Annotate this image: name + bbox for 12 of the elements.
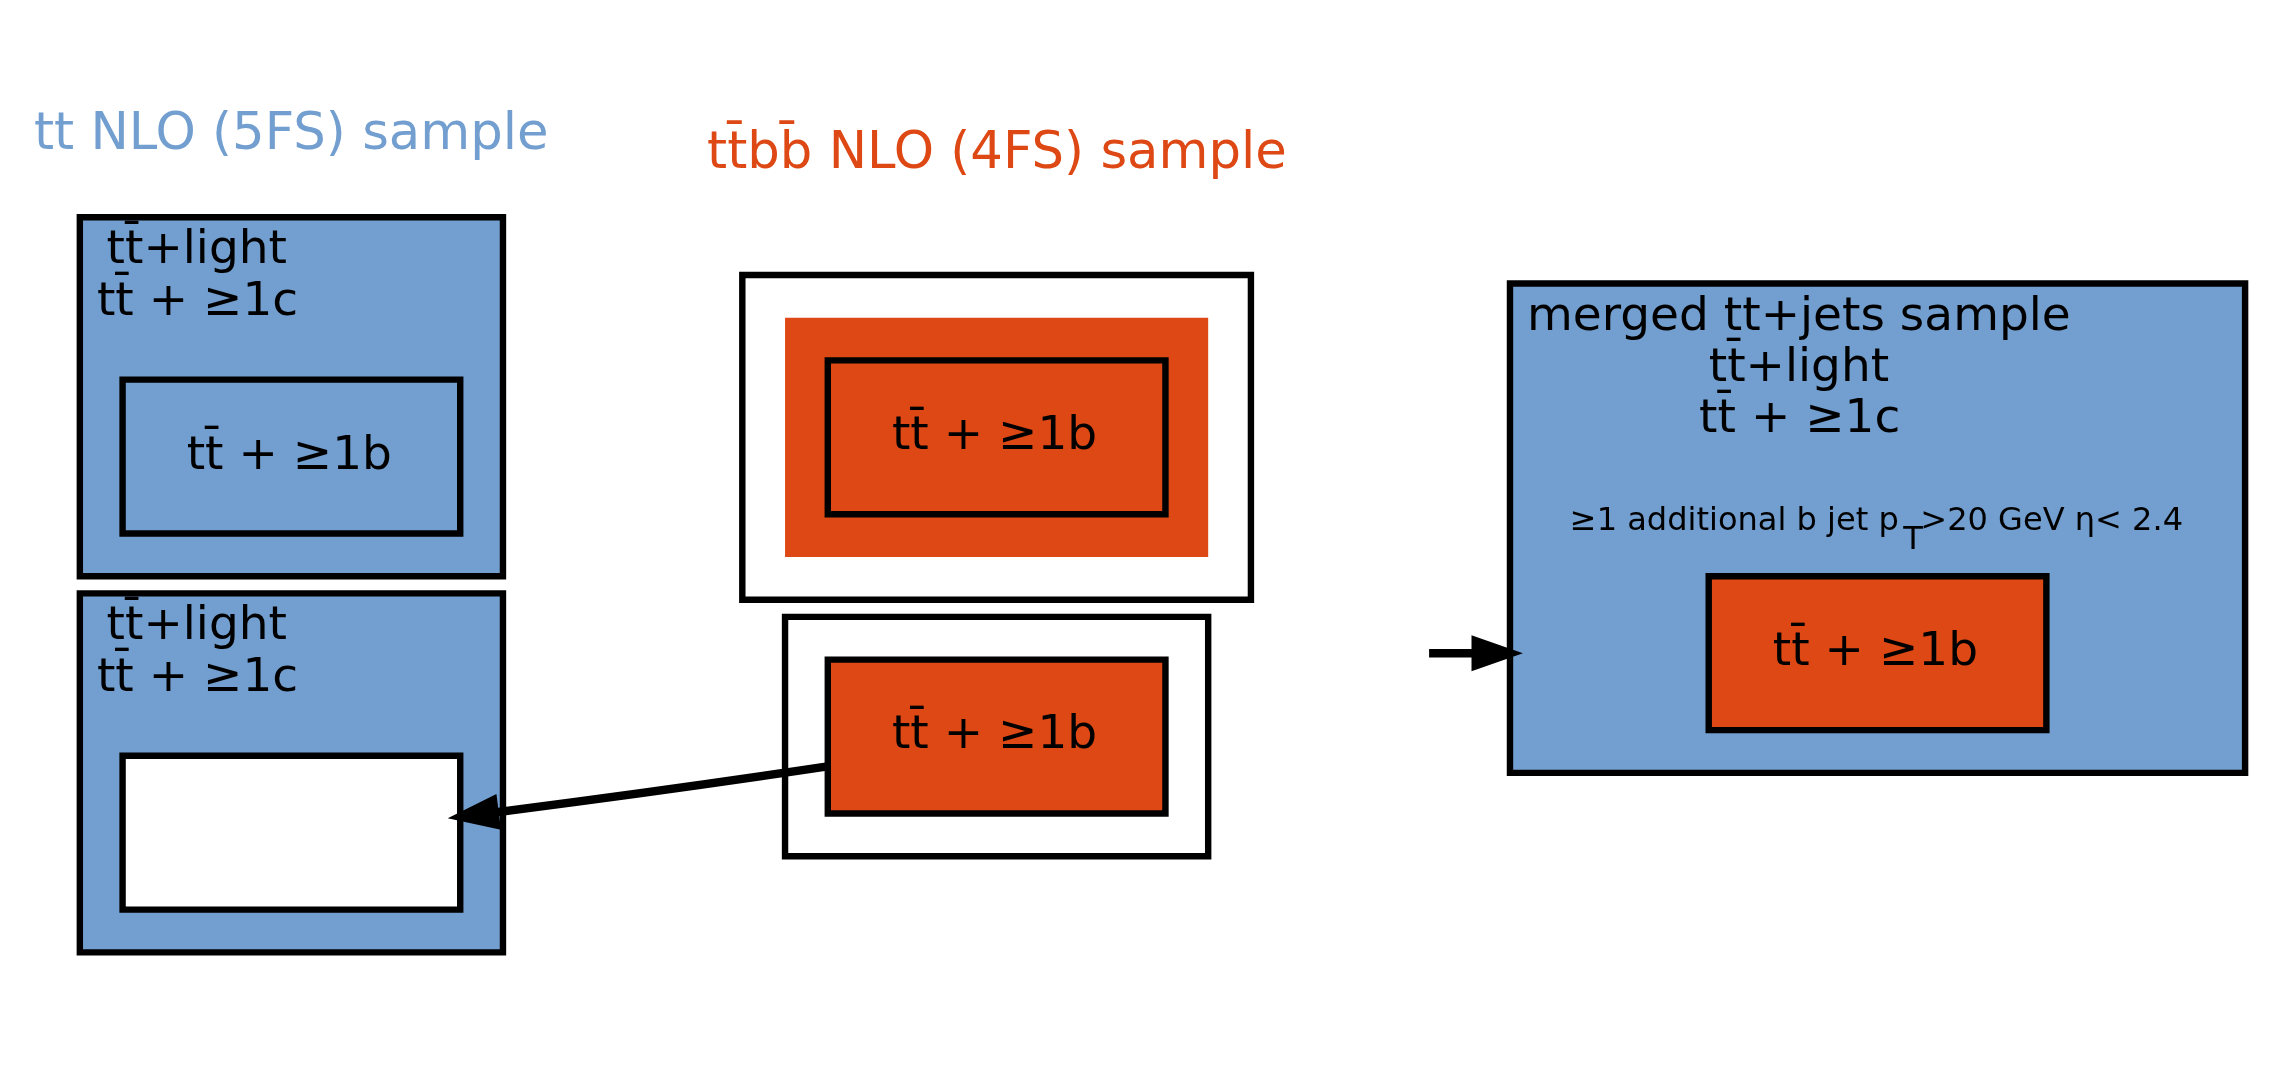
node-box: tt̄ + ≥1b <box>119 375 464 537</box>
cluster <box>785 317 1209 557</box>
node-box: tt̄ + ≥1b <box>1705 572 2050 733</box>
node-box <box>119 752 464 913</box>
label: tt NLO (5FS) sample <box>33 100 549 161</box>
cluster: tt̄+light tt̄ + ≥1c <box>76 589 507 956</box>
label: tt̄bb̄ NLO (4FS) sample <box>707 120 1287 180</box>
node-box: tt̄ + ≥1b <box>824 655 1169 817</box>
cluster <box>739 271 1255 603</box>
cluster <box>781 613 1212 859</box>
arrow <box>1429 634 1523 671</box>
node-box: tt̄ + ≥1b <box>824 356 1169 517</box>
